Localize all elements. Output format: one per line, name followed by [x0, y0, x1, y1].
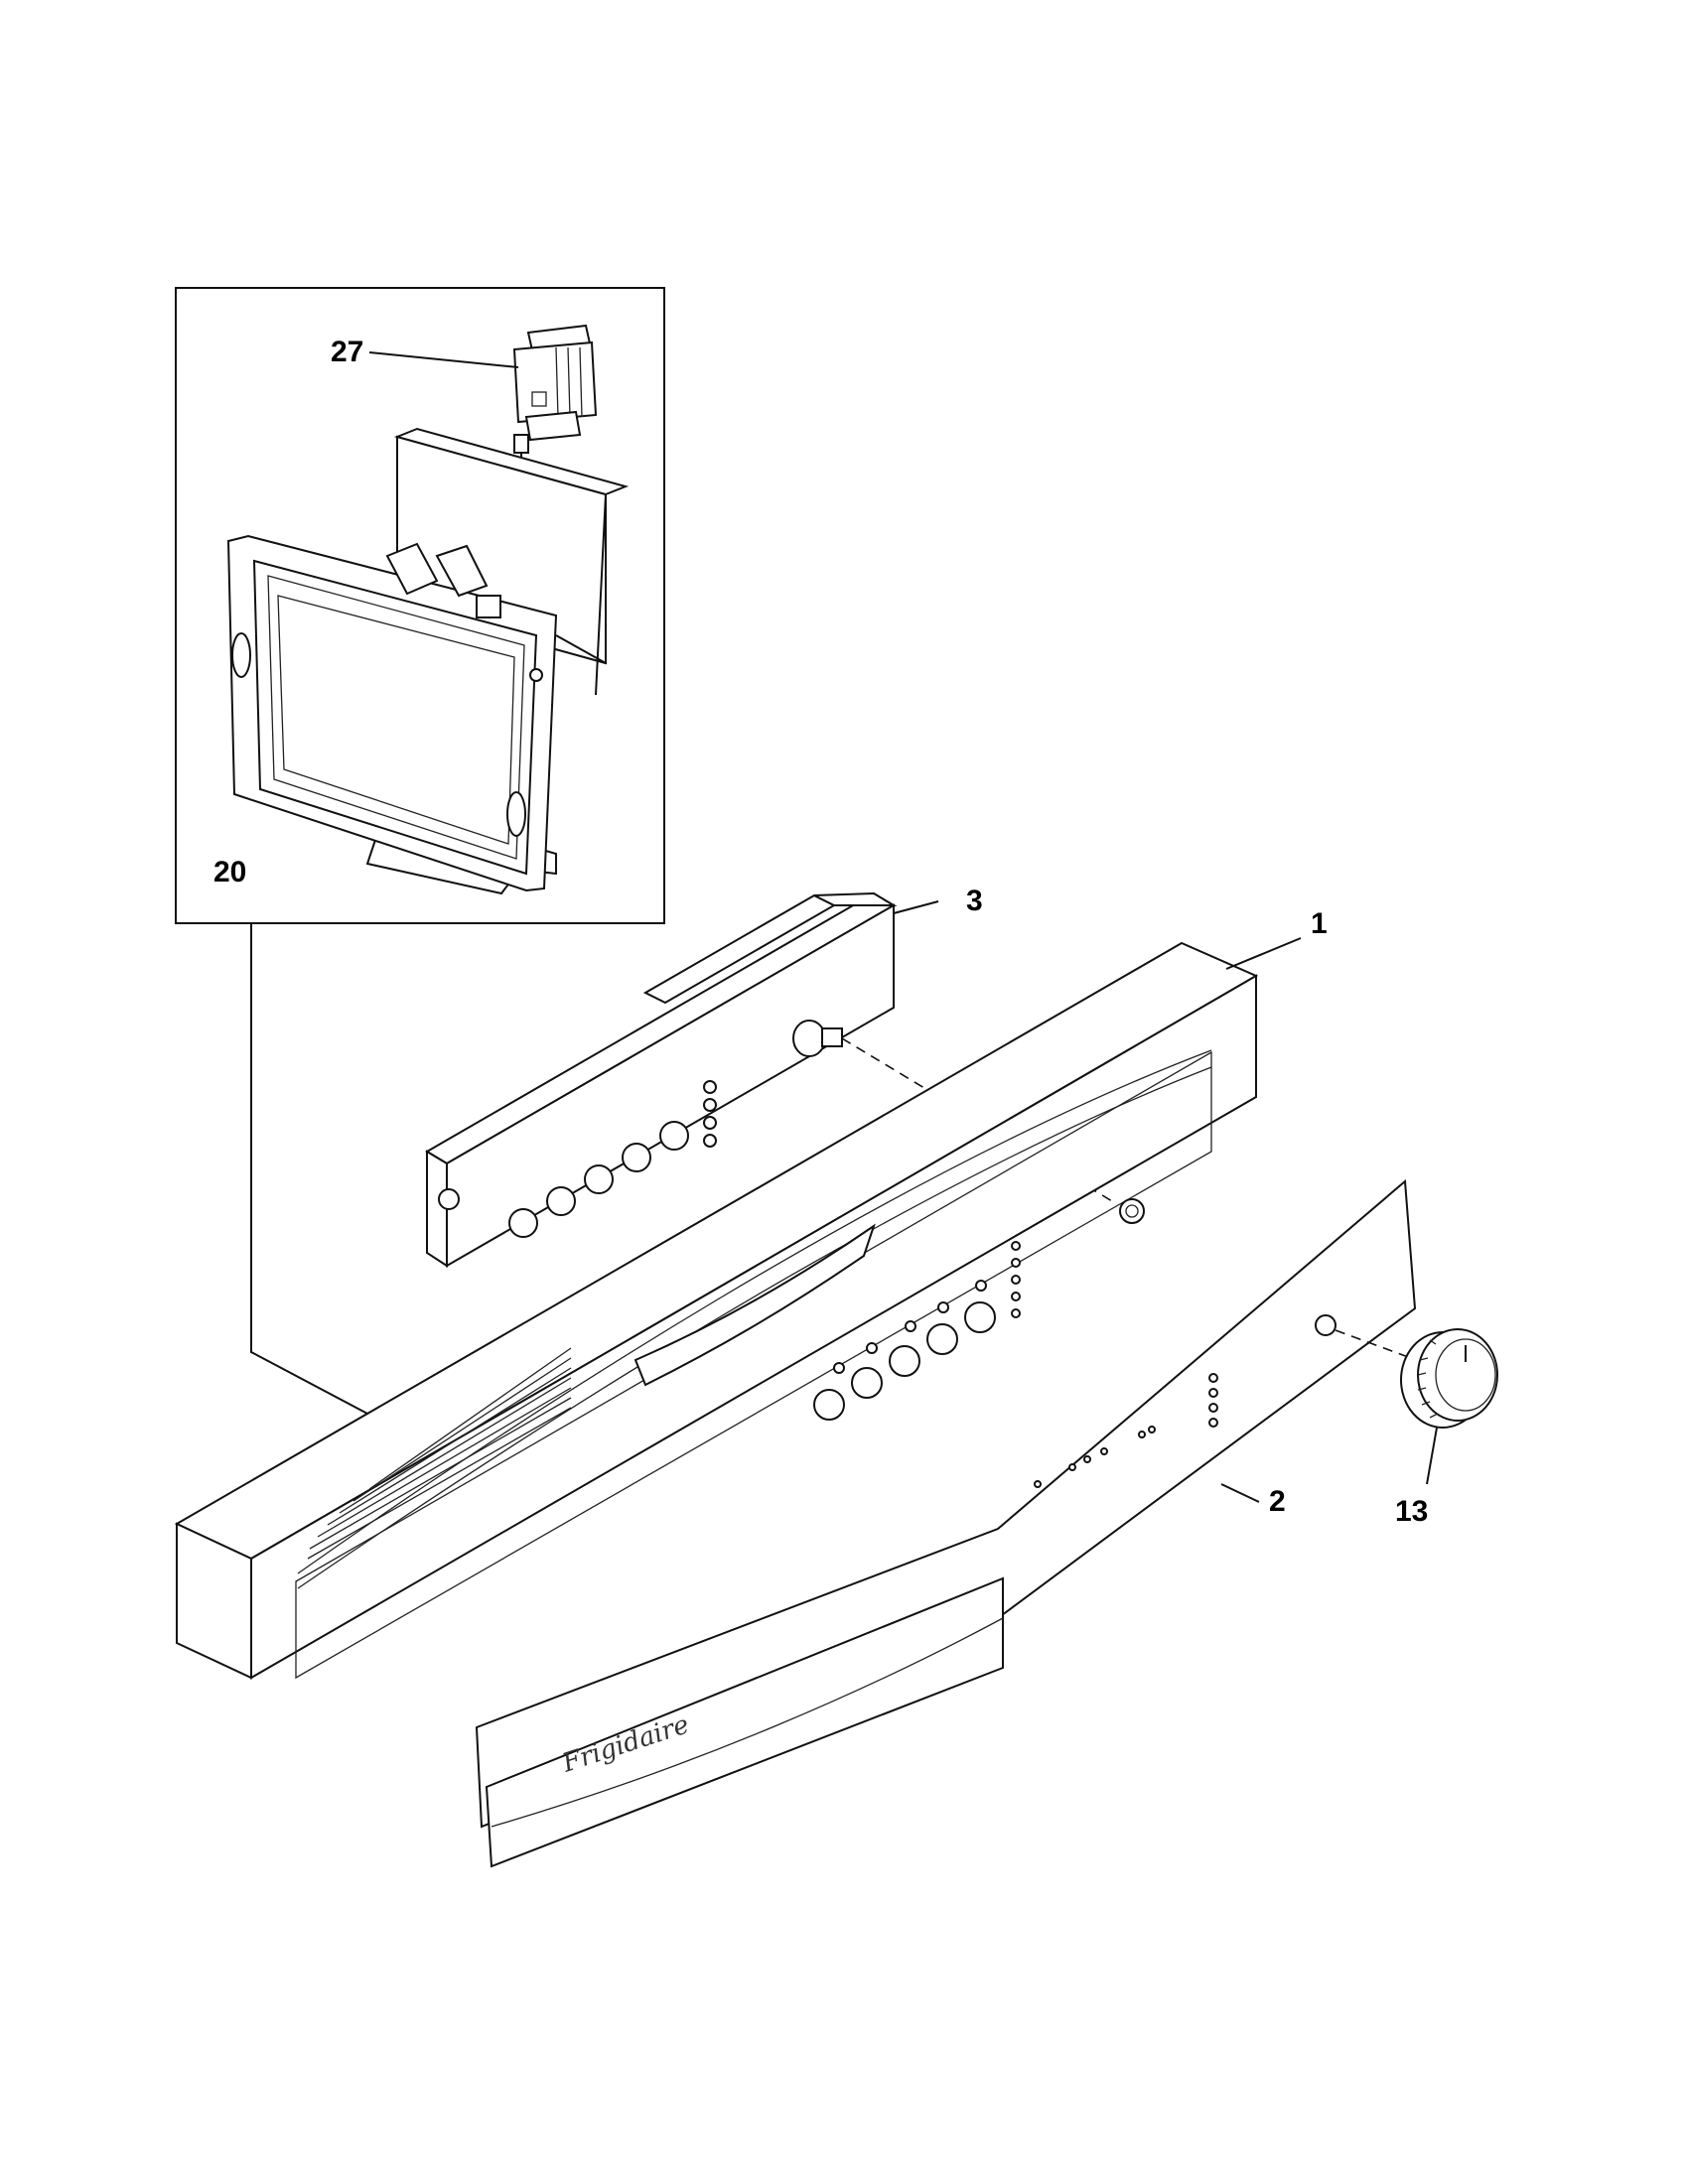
inset-detail: 27 20	[175, 287, 665, 1416]
callout-20: 20	[213, 856, 246, 888]
leader-3	[893, 900, 939, 914]
door-switch-part	[512, 324, 598, 467]
overlay-indicators	[1034, 1373, 1218, 1488]
inset-frame	[175, 287, 665, 924]
vent-grille	[307, 1347, 572, 1560]
leader-13	[1426, 1427, 1438, 1485]
dispenser-module-part	[226, 427, 630, 895]
callout-2: 2	[1269, 1485, 1286, 1518]
overlay-part: Frigidaire 2	[475, 1178, 1431, 1868]
console-button-holes	[813, 1241, 1021, 1421]
callout-3: 3	[966, 885, 983, 917]
control-board-part: 3	[425, 885, 1113, 1268]
board-buttons	[508, 1080, 717, 1238]
callout-1: 1	[1311, 907, 1328, 940]
knob-part: 13	[1395, 1328, 1498, 1528]
leader-2	[1220, 1483, 1260, 1503]
leader-1	[1225, 937, 1302, 970]
callout-13: 13	[1395, 1495, 1428, 1528]
leader-27	[368, 351, 519, 368]
callout-27: 27	[331, 336, 363, 368]
console-part: 1	[174, 907, 1328, 1680]
inset-leader-line	[250, 923, 370, 1416]
